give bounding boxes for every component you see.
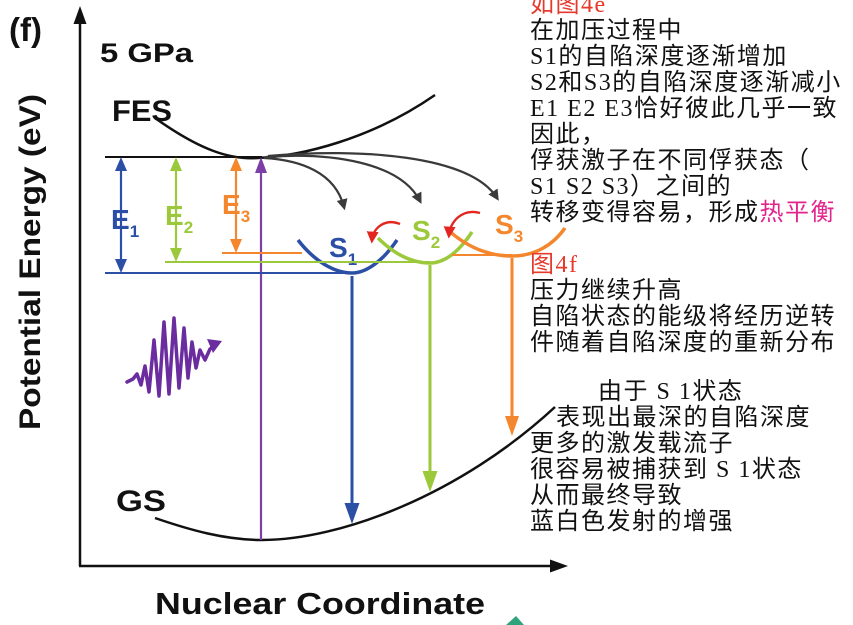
s1-label: S1	[329, 232, 357, 269]
e1-arrowhead-bottom	[115, 259, 127, 273]
s2-label-symbol: S	[412, 215, 431, 246]
s2-label: S2	[412, 215, 440, 252]
s2-curve	[376, 231, 474, 265]
annotation-line: 更多的激发载流子	[530, 431, 734, 457]
e2-label-symbol: E	[165, 200, 184, 231]
s3-curve	[446, 226, 567, 258]
axes	[73, 6, 568, 573]
annotation-highlight: 热平衡	[759, 200, 836, 226]
figure-labels: (f) Potential Energy (eV) Nuclear Coordi…	[9, 11, 485, 621]
annotation-fig4f: 图4f 压力继续升高 自陷状态的能级将经历逆转 件随着自陷深度的重新分布	[530, 252, 850, 356]
s3-label-symbol: S	[495, 209, 514, 240]
pressure-label: 5 GPa	[100, 38, 194, 68]
annotation-line: 从而最终导致	[530, 483, 683, 509]
e3-label: E3	[222, 189, 250, 226]
excitation-arrow	[255, 157, 267, 540]
fes-curve	[154, 93, 436, 160]
annotation-fig4e: 如图4e 在加压过程中 S1的自陷深度逐渐增加 S2和S3的自陷深度逐渐减小 E…	[530, 0, 850, 226]
e2-label-index: 2	[184, 218, 193, 237]
e2-label: E2	[165, 200, 193, 237]
annotation-line: 件随着自陷深度的重新分布	[530, 330, 836, 356]
transfer-arrow-s2-to-s1	[366, 221, 401, 244]
relaxation-arrow-to-s3	[267, 152, 499, 201]
s1-label-index: 1	[348, 250, 357, 269]
e1-arrowhead-top	[115, 157, 127, 171]
e3-label-index: 3	[241, 207, 250, 226]
relaxation-arrow-to-s1	[263, 156, 348, 211]
e3-arrowhead-bottom	[230, 239, 242, 253]
annotation-line: E1 E2 E3恰好彼此几乎一致	[530, 96, 838, 122]
s3-label-index: 3	[514, 227, 523, 246]
gs-label: GS	[116, 485, 166, 518]
cropped-shape	[506, 616, 524, 625]
annotation-conclusion: 由于 S 1状态 表现出最深的自陷深度 更多的激发载流子 很容易被捕获到 S 1…	[530, 379, 850, 535]
photon-wave-icon	[125, 316, 222, 398]
annotation-line: 在加压过程中	[530, 18, 683, 44]
transfer-arrow-s3-to-s2	[443, 210, 481, 239]
annotation-heading-fig4e: 如图4e	[530, 0, 607, 18]
state-2-group: E2 S2	[165, 157, 474, 492]
annotation-line: 很容易被捕获到 S 1状态	[530, 457, 803, 483]
e2-arrowhead-bottom	[170, 248, 182, 262]
annotation-line: 俘获激子在不同俘获态（	[530, 148, 811, 174]
s2-label-index: 2	[431, 233, 440, 252]
y-axis-label: Potential Energy (eV)	[14, 94, 47, 430]
back-transfer-arrows	[366, 210, 481, 244]
e1-label-index: 1	[130, 222, 139, 241]
state-1-group: E1 S1	[105, 157, 399, 524]
e1-label: E1	[111, 204, 139, 241]
gs-curve	[154, 406, 556, 542]
photon-arrowhead	[207, 339, 222, 353]
annotation-heading-fig4f: 图4f	[530, 252, 579, 278]
panel-label: (f)	[9, 11, 42, 48]
s1-label-symbol: S	[329, 232, 348, 263]
potential-curves	[105, 93, 556, 542]
x-axis-label: Nuclear Coordinate	[155, 586, 485, 621]
s2-emission-arrowhead	[422, 471, 438, 492]
s1-emission-arrowhead	[344, 503, 360, 524]
annotation-line: 转移变得容易，形成热平衡	[530, 200, 850, 226]
relaxation-arrow-to-s2	[265, 154, 422, 204]
annotation-text: 转移变得容易，形成	[530, 200, 760, 226]
e2-arrowhead-top	[170, 157, 182, 171]
s3-label: S3	[495, 209, 523, 246]
annotation-line: S1的自陷深度逐渐增加	[530, 44, 788, 70]
state-3-group: E3 S3	[222, 157, 567, 436]
annotation-line: S1 S2 S3）之间的	[530, 174, 733, 200]
excitation-arrowhead	[255, 157, 267, 173]
annotation-line: 蓝白色发射的增强	[530, 509, 734, 535]
annotation-line: 表现出最深的自陷深度	[556, 405, 811, 431]
relaxation-arrows	[263, 152, 499, 211]
annotation-line: S2和S3的自陷深度逐渐减小	[530, 70, 842, 96]
photon-wave	[125, 316, 216, 398]
x-axis-arrowhead	[550, 559, 568, 573]
annotation-line: 由于 S 1状态	[598, 379, 744, 405]
annotation-line: 自陷状态的能级将经历逆转	[530, 304, 836, 330]
s1-curve	[296, 238, 399, 275]
annotation-line: 因此，	[530, 122, 607, 148]
e3-arrowhead-top	[230, 157, 242, 171]
annotation-line: 压力继续升高	[530, 278, 683, 304]
y-axis-arrowhead	[73, 6, 87, 24]
e1-label-symbol: E	[111, 204, 130, 235]
e3-label-symbol: E	[222, 189, 241, 220]
s3-emission-arrowhead	[505, 416, 519, 436]
